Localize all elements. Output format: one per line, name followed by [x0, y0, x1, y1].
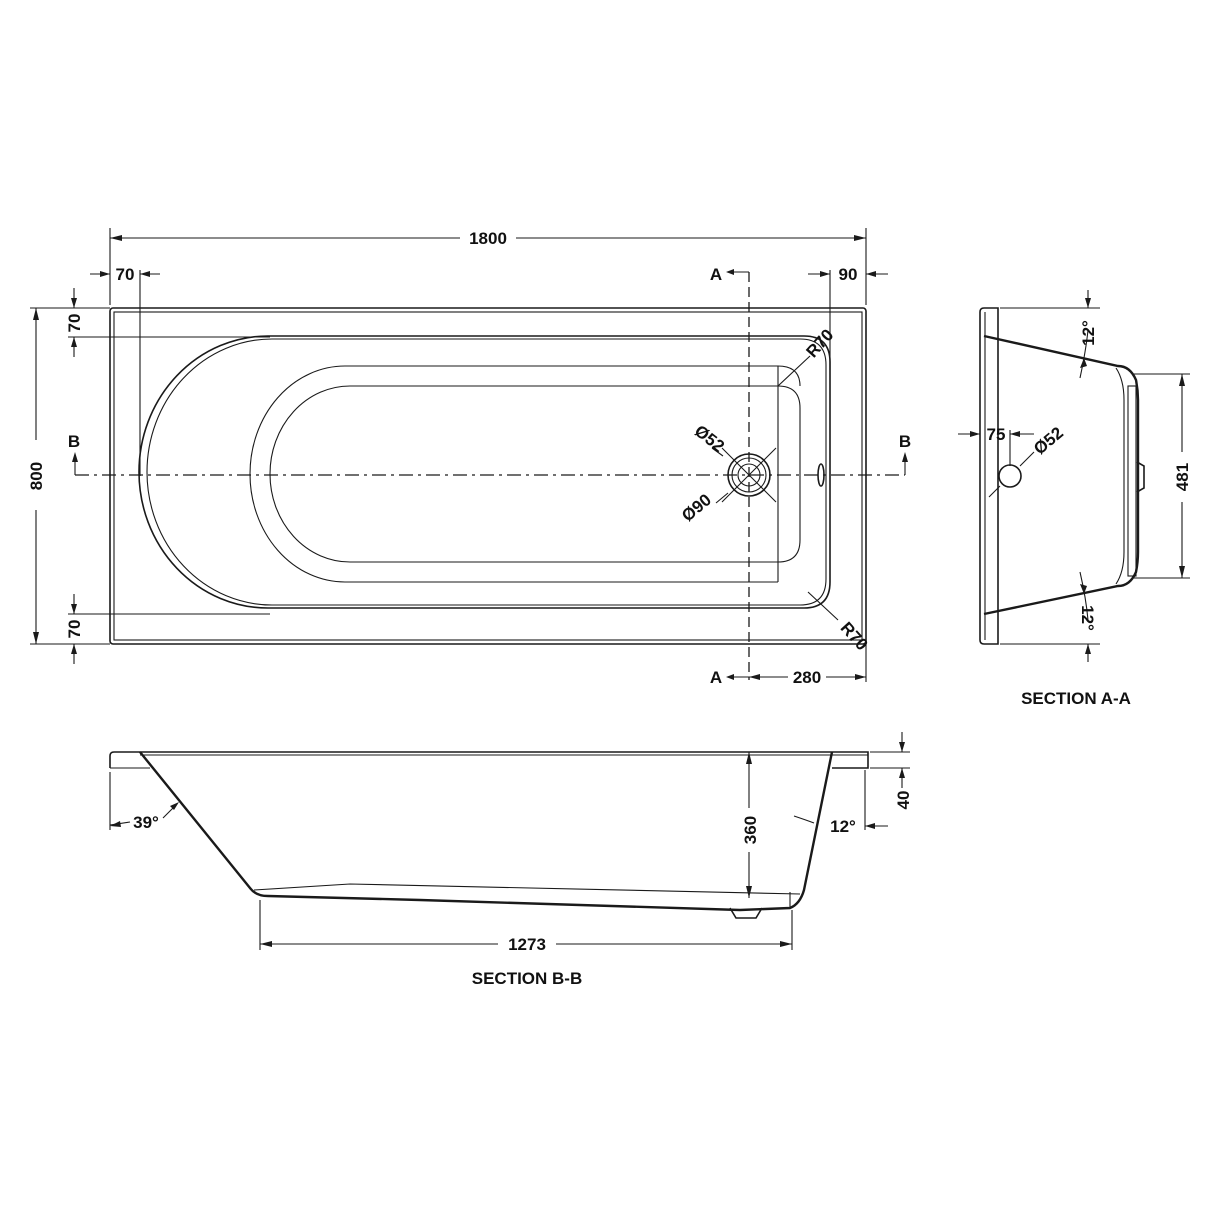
dim-left-rim-label: 70 — [116, 265, 135, 284]
section-a-marker-bottom: A — [710, 668, 722, 687]
section-aa-title: SECTION A-A — [1021, 689, 1131, 708]
section-bb-rim-thickness-label: 40 — [894, 791, 913, 810]
section-aa-top-angle-label: 12° — [1079, 320, 1098, 346]
dim-right-rim-label: 90 — [839, 265, 858, 284]
dim-800-label: 800 — [27, 462, 46, 490]
section-b-marker-right: B — [899, 432, 911, 451]
dim-280-label: 280 — [793, 668, 821, 687]
section-aa-bottom-angle-label: 12° — [1078, 605, 1097, 631]
section-bb-head-angle-label: 39° — [133, 813, 159, 832]
section-bb-title: SECTION B-B — [472, 969, 583, 988]
section-aa-waste-dia-label: Ø52 — [1030, 423, 1067, 458]
section-bb-depth-label: 360 — [741, 816, 760, 844]
waste-inner-dia-label: Ø52 — [691, 421, 728, 456]
section-aa-view — [958, 290, 1190, 662]
section-bb-view — [109, 732, 910, 950]
radius-top-label: R70 — [802, 325, 837, 361]
section-aa-floor-width-label: 481 — [1173, 463, 1192, 491]
section-bb-floor-length-label: 1273 — [508, 935, 546, 954]
section-b-marker-left: B — [68, 432, 80, 451]
plan-view — [30, 228, 908, 682]
dim-bottom-rim-label: 70 — [65, 620, 84, 639]
section-aa-waste-offset-label: 75 — [987, 425, 1006, 444]
dim-top-rim-label: 70 — [65, 314, 84, 333]
waste-outer-dia-label: Ø90 — [678, 490, 715, 525]
section-bb-foot-angle-label: 12° — [830, 817, 856, 836]
section-a-marker-top: A — [710, 265, 722, 284]
dim-1800-label: 1800 — [469, 229, 507, 248]
